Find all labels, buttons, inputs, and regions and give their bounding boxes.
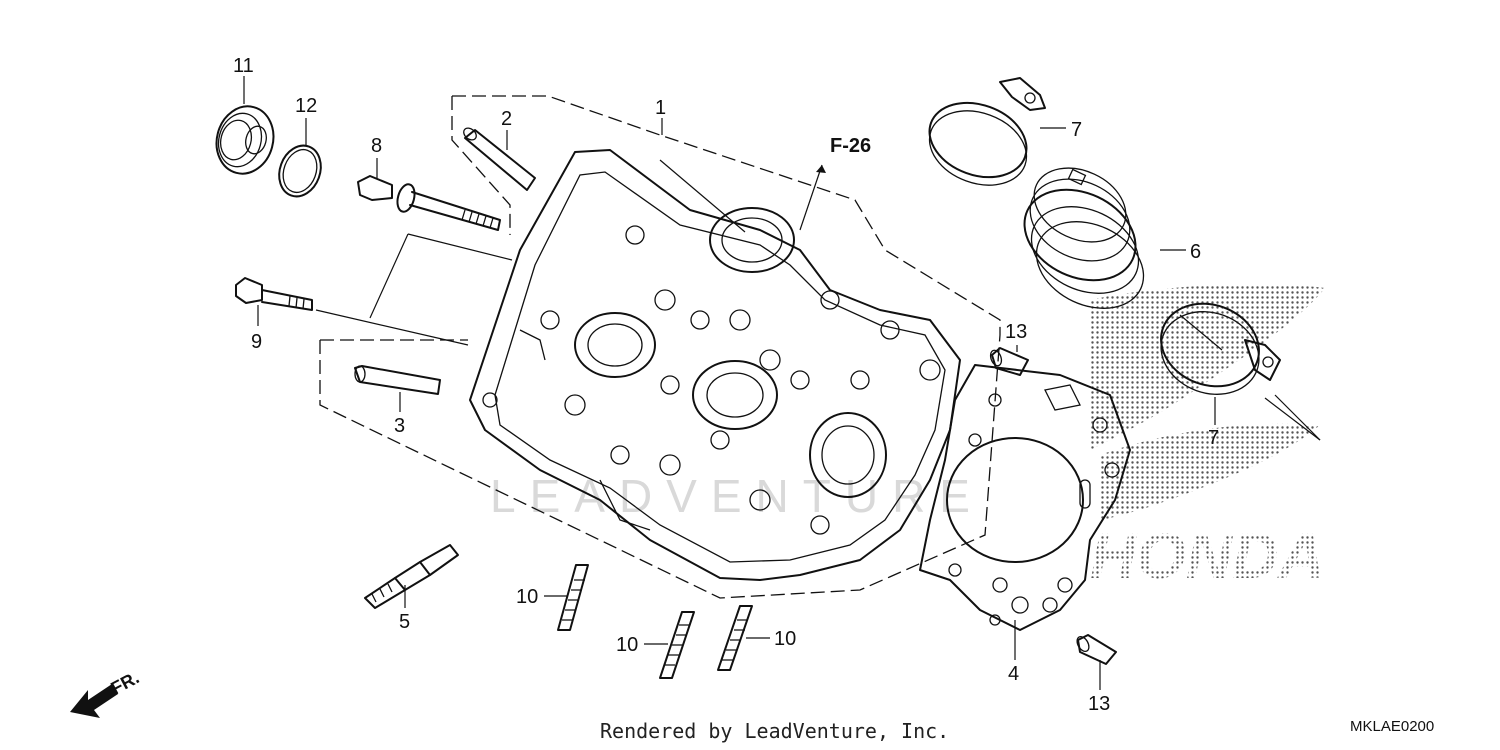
leader-lines (243, 76, 1321, 690)
assembly-outline (319, 95, 1001, 599)
callout-labels: 11 12 8 9 2 3 1 F-26 7 6 13 7 5 10 10 10… (233, 55, 1219, 715)
callout-6: 6 (1190, 241, 1201, 263)
stud-bolt-2 (659, 611, 695, 679)
hose-band-lower (1160, 302, 1281, 395)
dowel-pin-2 (463, 127, 536, 191)
callout-12: 12 (295, 95, 317, 117)
dowel-pin-13-upper (989, 347, 1029, 376)
callout-3: 3 (394, 415, 405, 437)
reference-f26: F-26 (830, 135, 871, 157)
callout-10-c: 10 (774, 628, 796, 650)
footer-credit: Rendered by LeadVenture, Inc. (600, 719, 949, 743)
hose-band-upper (928, 77, 1046, 186)
callout-13-lower: 13 (1088, 693, 1110, 715)
callout-11: 11 (233, 55, 254, 77)
callout-13-upper: 13 (1005, 321, 1027, 343)
callout-5: 5 (399, 611, 410, 633)
stud-bolt-1 (557, 564, 589, 631)
o-ring (278, 144, 322, 198)
callout-10-a: 10 (516, 586, 538, 608)
insulator (1023, 167, 1145, 309)
head-gasket (919, 364, 1131, 631)
callout-7-upper: 7 (1071, 119, 1082, 141)
callout-1: 1 (655, 97, 666, 119)
honda-wordmark: HONDA (1090, 520, 1325, 592)
callout-10-b: 10 (616, 634, 638, 656)
callout-9: 9 (251, 331, 262, 353)
dowel-pin-3 (354, 365, 441, 395)
honda-wing-logo: HONDA (1090, 284, 1325, 592)
flange-bolt-9 (235, 277, 313, 311)
plug (215, 105, 275, 175)
callout-7-lower: 7 (1208, 427, 1219, 449)
callout-2: 2 (501, 108, 512, 130)
callout-4: 4 (1008, 663, 1019, 685)
front-direction-arrow: FR. (70, 667, 142, 718)
stud-bolt-3 (717, 605, 753, 671)
cylinder-head (469, 149, 961, 581)
diagram-code: MKLAE0200 (1350, 718, 1434, 735)
spark-plug (364, 544, 459, 609)
flange-bolt-8 (357, 175, 501, 231)
dowel-pin-13-lower (1076, 634, 1117, 665)
callout-8: 8 (371, 135, 382, 157)
